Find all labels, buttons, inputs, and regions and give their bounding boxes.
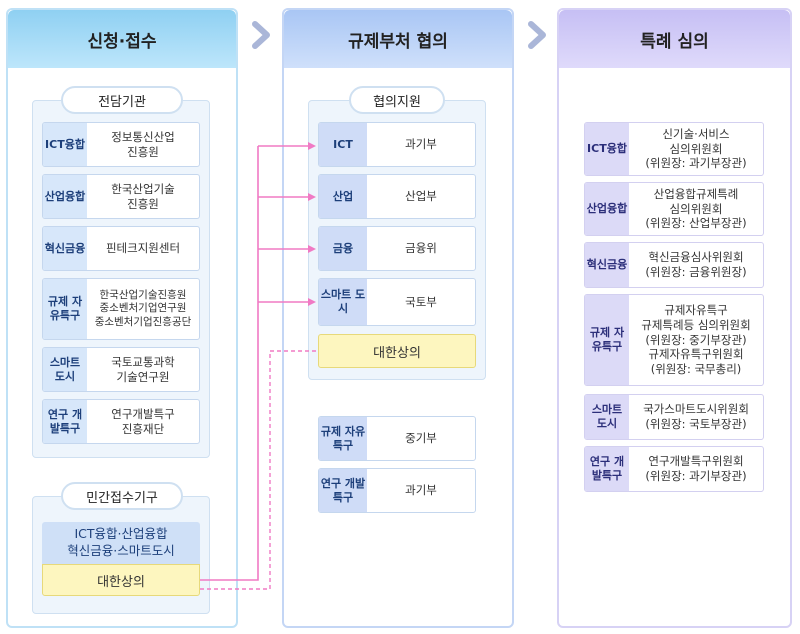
consult-row: 연구 개발특구 과기부 [318,468,476,513]
chevron-right-icon [528,21,546,49]
consult-row: ICT 과기부 [318,122,476,167]
agency-name: 정보통신산업 진흥원 [111,129,175,159]
committee-name: 규제자유특구 규제특례등 심의위원회 (위원장: 중기부장관) 규제자유특구위원… [641,302,751,377]
field-tag: 연구 개발특구 [319,469,367,512]
consult-row: 스마트 도시 국토부 [318,278,476,326]
ministry-name: 금융위 [405,241,437,256]
ministry-name: 산업부 [405,189,437,204]
consult-support-title: 협의지원 [349,86,445,114]
intake-row: 혁신금융 핀테크지원센터 [42,226,200,271]
field-tag: 금융 [319,227,367,270]
field-tag: 스마트 도시 [585,395,629,439]
ministry-name: 과기부 [405,137,437,152]
intake-row: ICT융합 정보통신산업 진흥원 [42,122,200,167]
field-tag: 규제 자유특구 [585,295,629,385]
private-reception-title: 민간접수기구 [61,482,183,510]
dedicated-agency-title: 전담기관 [61,86,183,114]
review-row: 산업융합 산업융합규제특례 심의위원회 (위원장: 산업부장관) [584,182,764,236]
field-tag: 산업 [319,175,367,218]
intake-row: 산업융합 한국산업기술 진흥원 [42,174,200,219]
agency-name: 국토교통과학 기술연구원 [111,354,175,384]
agency-name: 한국산업기술 진흥원 [111,181,175,211]
field-tag: 규제 자유특구 [319,417,367,460]
chevron-right-icon [252,21,270,49]
field-tag: 연구 개발특구 [43,400,87,443]
korea-chamber-box: 대한상의 [318,334,476,368]
review-row: 스마트 도시 국가스마트도시위원회 (위원장: 국토부장관) [584,394,764,440]
field-tag: 산업융합 [43,175,87,218]
consult-row: 금융 금융위 [318,226,476,271]
field-tag: 혁신금융 [585,243,629,287]
review-row: 규제 자유특구 규제자유특구 규제특례등 심의위원회 (위원장: 중기부장관) … [584,294,764,386]
field-tag: ICT융합 [43,123,87,166]
consult-row: 산업 산업부 [318,174,476,219]
field-tag: 스마트 도시 [319,279,367,325]
intake-row: 규제 자유특구 한국산업기술진흥원 중소벤처기업연구원 중소벤처기업진흥공단 [42,278,200,340]
committee-name: 연구개발특구위원회 (위원장: 과기부장관) [645,454,747,483]
review-row: 연구 개발특구 연구개발특구위원회 (위원장: 과기부장관) [584,446,764,492]
review-row: 혁신금융 혁신금융심사위원회 (위원장: 금융위원장) [584,242,764,288]
field-tag: 규제 자유특구 [43,279,87,339]
intake-row: 연구 개발특구 연구개발특구 진흥재단 [42,399,200,444]
intake-row: 스마트 도시 국토교통과학 기술연구원 [42,347,200,392]
agency-name: 한국산업기술진흥원 중소벤처기업연구원 중소벤처기업진흥공단 [94,288,192,328]
agency-name: 핀테크지원센터 [105,241,181,256]
ministry-name: 국토부 [405,294,437,309]
private-reception-fields: ICT융합·산업융합 혁신금융·스마트도시 [42,522,200,564]
intake-column-title: 신청·접수 [8,10,236,68]
committee-name: 산업융합규제특례 심의위원회 (위원장: 산업부장관) [645,186,747,231]
field-tag: 혁신금융 [43,227,87,270]
committee-name: 신기술·서비스 심의위원회 (위원장: 과기부장관) [645,126,747,171]
review-column-title: 특례 심의 [559,10,790,68]
review-row: ICT융합 신기술·서비스 심의위원회 (위원장: 과기부장관) [584,122,764,176]
field-tag: ICT융합 [585,123,629,175]
ministry-name: 과기부 [405,483,437,498]
field-tag: 스마트 도시 [43,348,87,391]
field-tag: 연구 개발특구 [585,447,629,491]
field-tag: 산업융합 [585,183,629,235]
ministry-name: 중기부 [405,431,437,446]
committee-name: 국가스마트도시위원회 (위원장: 국토부장관) [643,402,749,431]
committee-name: 혁신금융심사위원회 (위원장: 금융위원장) [645,250,747,279]
korea-chamber-box: 대한상의 [42,564,200,596]
consult-row: 규제 자유특구 중기부 [318,416,476,461]
consult-column-title: 규제부처 협의 [284,10,512,68]
field-tag: ICT [319,123,367,166]
agency-name: 연구개발특구 진흥재단 [111,406,175,436]
